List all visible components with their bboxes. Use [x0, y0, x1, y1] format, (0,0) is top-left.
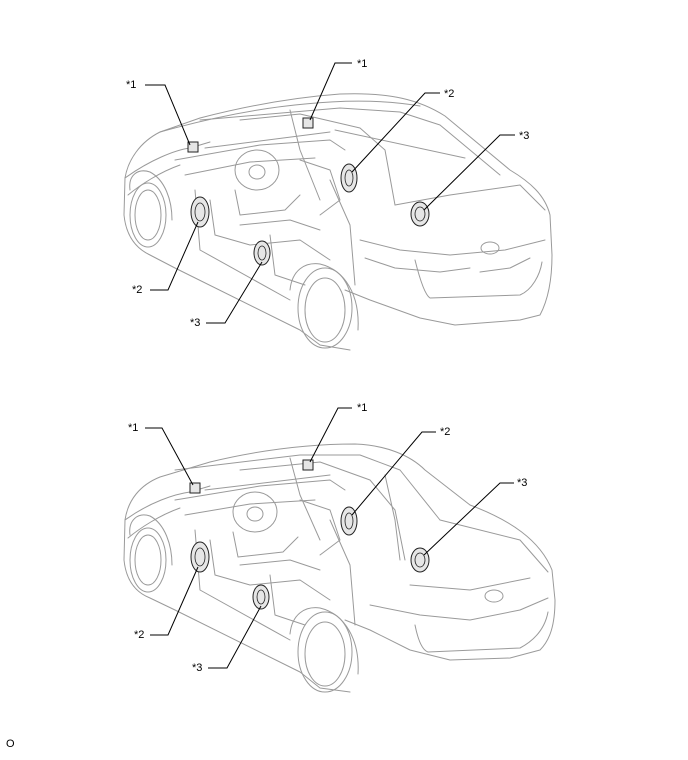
- sedan-illustration: [123, 93, 553, 351]
- label-bottom-rear-speaker-right: *3: [517, 477, 527, 489]
- bottom-front-bracket-part: [189, 482, 201, 494]
- label-top-front-speaker-left: *2: [132, 284, 142, 296]
- label-bottom-dash-center: *1: [357, 402, 367, 414]
- bottom-labels: *1 *1 *2 *3 *2 *3: [128, 402, 527, 674]
- top-rear-door-speaker-left: [253, 240, 271, 266]
- top-labels: *1 *1 *2 *3 *2 *3: [126, 58, 529, 329]
- label-top-rear-speaker-right: *3: [519, 130, 529, 142]
- top-front-door-speaker-right: [340, 163, 358, 193]
- bottom-front-door-speaker-left: [190, 541, 210, 573]
- bottom-rear-door-speaker-right: [410, 547, 430, 573]
- label-bottom-rear-speaker-left: *3: [192, 662, 202, 674]
- bottom-leader-lines: [145, 407, 514, 669]
- label-top-rear-speaker-left: *3: [190, 317, 200, 329]
- top-leader-lines: [145, 62, 515, 324]
- hatchback-illustration: [123, 443, 556, 693]
- figure-code: O: [6, 738, 15, 750]
- label-top-dash-center: *1: [357, 58, 367, 70]
- label-bottom-front-speaker-left: *2: [134, 629, 144, 641]
- bottom-dash-center-part: [302, 459, 314, 471]
- top-dash-center-part: [302, 117, 314, 129]
- top-front-bracket-part: [187, 141, 199, 153]
- top-rear-door-speaker-right: [410, 201, 430, 227]
- label-bottom-front-speaker-right: *2: [440, 426, 450, 438]
- bottom-rear-door-speaker-left: [252, 584, 270, 610]
- label-top-front-speaker-right: *2: [444, 88, 454, 100]
- top-front-door-speaker-left: [190, 196, 210, 228]
- label-bottom-front-bracket: *1: [128, 422, 138, 434]
- label-top-front-bracket: *1: [126, 79, 136, 91]
